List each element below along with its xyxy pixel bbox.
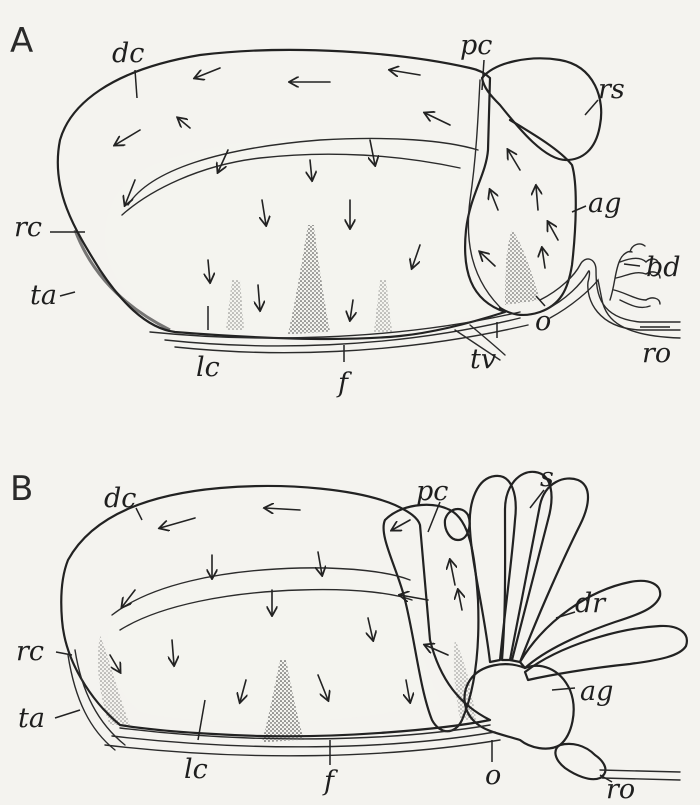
panel-b-label-s: s [540, 462, 554, 493]
panel-a-label-ag: ag [588, 188, 621, 219]
panel-b-label-dc: dc [104, 483, 136, 514]
panel-b-label-lc: lc [184, 754, 208, 785]
panel-b: B [10, 462, 687, 805]
panel-b-ag [465, 664, 574, 748]
panel-b-s-lobe-3 [510, 478, 588, 662]
panel-b-label-pc: pc [416, 476, 448, 507]
panel-a-label-f: f [336, 368, 352, 399]
panel-b-label-ro: ro [606, 774, 635, 805]
panel-b-small-bulb [445, 509, 470, 540]
panel-a-label-o: o [535, 306, 551, 337]
panel-a-label-lc: lc [196, 352, 220, 383]
panel-a: A [10, 21, 681, 399]
panel-b-floor-3 [105, 740, 500, 756]
panel-b-letter: B [10, 469, 33, 509]
panel-a-label-dc: dc [112, 38, 144, 69]
panel-a-label-rc: rc [14, 212, 42, 243]
panel-b-label-ta: ta [18, 703, 45, 734]
panel-a-letter: A [10, 21, 33, 61]
panel-a-label-ta: ta [30, 280, 57, 311]
panel-b-label-o: o [485, 760, 501, 791]
panel-b-ro-tail [555, 744, 605, 779]
panel-b-label-dr: dr [575, 588, 607, 619]
panel-b-ro-duct [600, 770, 680, 772]
panel-b-s-lobe-1 [470, 476, 516, 662]
panel-a-label-pc: pc [460, 30, 492, 61]
panel-b-label-rc: rc [16, 636, 44, 667]
panel-b-label-f: f [322, 766, 338, 797]
panel-a-rs-bulb [482, 58, 601, 160]
panel-a-label-ro: ro [642, 338, 671, 369]
panel-a-label-bd: bd [646, 252, 681, 283]
panel-a-streak-right [505, 230, 540, 305]
panel-b-dr-lobe-2 [525, 626, 687, 680]
panel-a-label-rs: rs [598, 74, 625, 105]
panel-a-label-tv: tv [470, 344, 496, 375]
panel-b-label-ag: ag [580, 676, 613, 707]
